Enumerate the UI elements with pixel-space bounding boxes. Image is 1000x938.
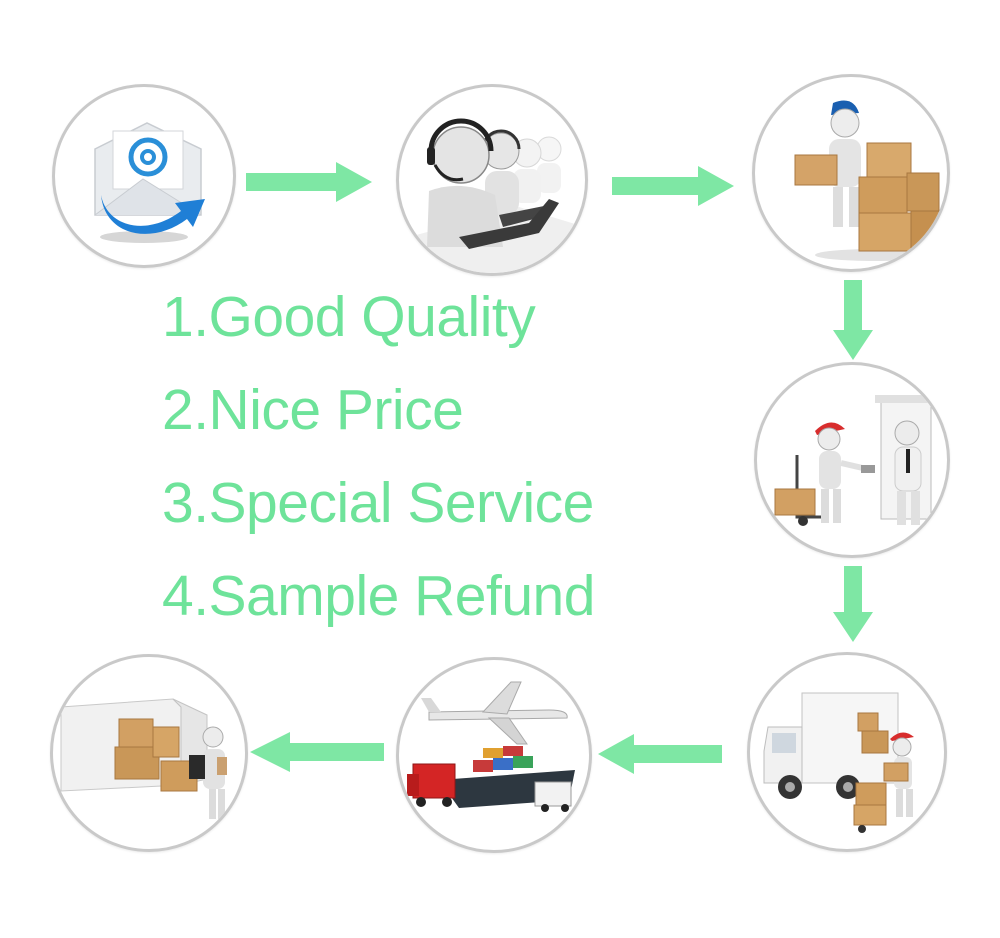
feature-item: 1.Good Quality: [162, 285, 536, 349]
step-shipping-transport: [396, 657, 592, 853]
feature-item: 4.Sample Refund: [162, 564, 595, 628]
arrow-right-2: [612, 166, 734, 206]
step-truck-loading: [747, 652, 947, 852]
step-customer-service: [396, 84, 588, 276]
customer-service-icon: [409, 118, 585, 273]
step-packing: [752, 74, 950, 272]
packing-icon: [794, 100, 940, 261]
feature-item: 2.Nice Price: [162, 378, 464, 442]
step-email: [52, 84, 236, 268]
step-delivery-handover: [754, 362, 950, 558]
feature-list: 1.Good Quality 2.Nice Price 3.Special Se…: [162, 282, 595, 654]
shipping-transport-icon: [407, 681, 575, 812]
feature-item: 3.Special Service: [162, 471, 594, 535]
step-receive-goods: [50, 654, 248, 852]
arrow-right-1: [246, 162, 372, 202]
delivery-handover-icon: [774, 395, 937, 526]
arrow-left-2: [250, 732, 384, 772]
receive-goods-icon: [60, 698, 227, 819]
arrow-down-1: [833, 280, 873, 360]
truck-loading-icon: [763, 692, 914, 833]
arrow-left-1: [598, 734, 722, 774]
arrow-down-2: [833, 566, 873, 642]
email-icon: [94, 122, 205, 243]
